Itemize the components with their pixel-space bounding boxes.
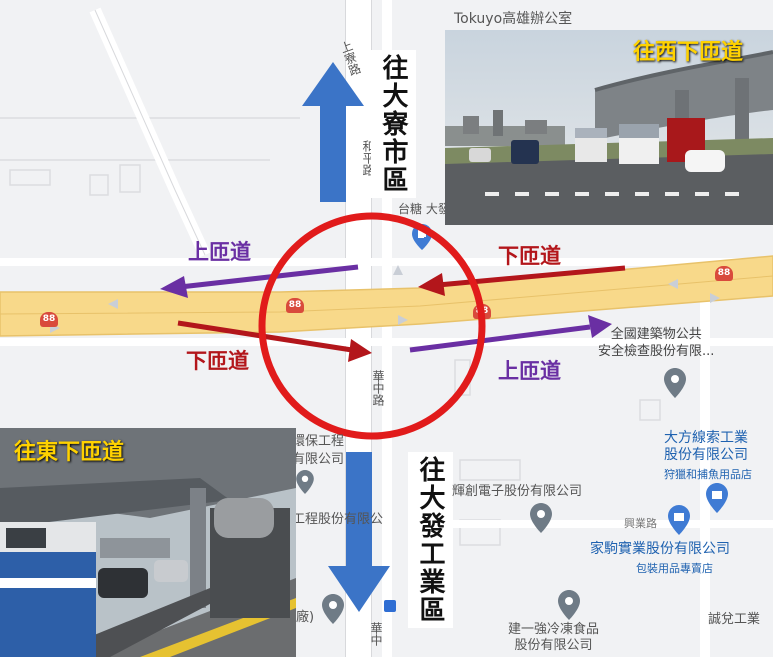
poi-jianyi[interactable]: 建一強冷凍食品 股份有限公司 xyxy=(508,622,600,653)
road-label-huazhong: 華中路 xyxy=(371,370,385,406)
highway-shield-icon: 88 xyxy=(715,266,733,281)
poi-huichuang[interactable]: 輝創電子股份有限公司 xyxy=(452,484,583,499)
business-tokuyo[interactable]: Tokuyo高雄辦公室 xyxy=(454,11,573,27)
map-pin-icon[interactable] xyxy=(664,368,686,398)
poi-dafang[interactable]: 大方線索工業 股份有限公司 xyxy=(664,430,748,463)
photo-west-ramp: 往西下匝道 xyxy=(445,30,773,225)
ramp-down-top-label: 下匝道 xyxy=(498,244,561,268)
photo-west-scene xyxy=(445,30,773,225)
ramp-up-left-arrow xyxy=(160,264,359,298)
highway-shield-icon: 88 xyxy=(40,312,58,327)
road-label-taitang: 台糖 大發 xyxy=(398,202,450,216)
map-pin-icon[interactable] xyxy=(530,503,552,533)
shopping-bag-icon[interactable] xyxy=(668,505,690,535)
ramp-up-left-label: 上匝道 xyxy=(188,240,251,264)
direction-south-label: 往大發工業區 xyxy=(408,452,453,628)
highway-88 xyxy=(0,255,773,337)
poi-dafang-sub: 狩獵和捕魚用品店 xyxy=(664,468,752,481)
poi-chenggong[interactable]: 工程股份有限公 xyxy=(292,512,384,527)
poi-chang: 廠) xyxy=(296,610,315,625)
highway-shield-icon: 88 xyxy=(286,298,304,313)
poi-baogong-2: 有限公司 xyxy=(292,452,345,467)
photo-east-title: 往東下匝道 xyxy=(14,440,125,465)
map-pin-icon[interactable] xyxy=(296,470,314,494)
ramp-up-right-label: 上匝道 xyxy=(498,359,561,383)
shopping-bag-icon[interactable] xyxy=(706,483,728,513)
arrow-south-icon xyxy=(328,452,390,612)
map-pin-icon[interactable] xyxy=(558,590,580,620)
photo-east-scene xyxy=(0,428,296,657)
poi-jiaju[interactable]: 家駒實業股份有限公司 xyxy=(590,541,730,557)
bus-stop-icon[interactable] xyxy=(384,600,396,612)
photo-east-ramp: 往東下匝道 xyxy=(0,428,296,657)
map-pin-icon[interactable] xyxy=(322,594,344,624)
ramp-up-right-arrow xyxy=(409,315,612,353)
poi-baogong-1[interactable]: 環保工程 xyxy=(292,434,345,449)
interchange-highlight-circle xyxy=(258,212,486,440)
poi-inspection[interactable]: 全國建築物公共 安全檢查股份有限... xyxy=(598,327,715,359)
arrow-north-icon xyxy=(302,62,364,202)
photo-west-title: 往西下匝道 xyxy=(633,40,744,65)
lane-arrows xyxy=(50,265,720,333)
poi-jiaju-sub: 包裝用品專賣店 xyxy=(636,562,713,575)
direction-north-label: 往大寮市區 xyxy=(371,50,416,198)
xingye-road xyxy=(452,520,773,528)
service-road xyxy=(382,0,392,657)
road-label-huazhong-bottom: 華中 xyxy=(369,622,383,646)
poi-chengxing[interactable]: 誠兌工業 xyxy=(708,612,761,627)
ramp-down-top-arrow xyxy=(418,265,626,296)
ramp-down-left-label: 下匝道 xyxy=(186,349,249,373)
road-label-xingye: 興業路 xyxy=(624,517,657,530)
